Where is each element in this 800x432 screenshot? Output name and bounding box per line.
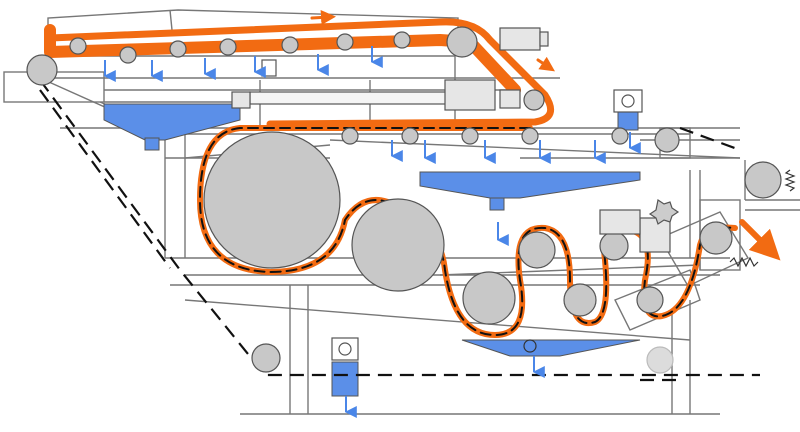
s-roller: [462, 271, 516, 325]
feed-direction-arrow: [310, 10, 336, 25]
belt-direction-arrow: [536, 56, 555, 72]
gravity-zone-sludge: [46, 18, 555, 128]
pump-tank-right: [617, 111, 639, 131]
motor-icon: [499, 27, 541, 51]
rollers: [26, 26, 782, 374]
roller: [446, 26, 478, 58]
s-roller: [699, 221, 733, 255]
motor-icon: [639, 217, 671, 253]
roller: [169, 40, 187, 58]
hydraulic-cylinder: [249, 91, 461, 105]
filtrate-troughs: [103, 103, 641, 397]
filter-belt: [39, 79, 760, 382]
main-drum-roller: [203, 131, 341, 269]
roller: [69, 37, 87, 55]
drive-assembly: [231, 27, 796, 361]
middle-trough: [419, 171, 641, 199]
tension-spring-icon: [784, 169, 796, 192]
tension-spring-icon: [729, 256, 759, 268]
roller: [281, 36, 299, 54]
roller: [654, 127, 680, 153]
drive-gear-icon: [523, 89, 545, 111]
filtrate-arrows: [103, 46, 641, 418]
roller: [401, 127, 419, 145]
roller: [646, 346, 674, 374]
roller: [521, 127, 539, 145]
s-roller: [599, 231, 629, 261]
collection-tank: [331, 361, 359, 397]
roller: [119, 46, 137, 64]
roller: [393, 31, 411, 49]
s-roller: [636, 286, 664, 314]
drive-gear-icon: [648, 199, 680, 225]
lower-trough: [461, 339, 641, 357]
press-drum-roller: [351, 198, 445, 292]
roller: [461, 127, 479, 145]
s-roller: [563, 283, 597, 317]
upper-left-trough-drain: [144, 137, 160, 151]
discharge-roller: [744, 161, 782, 199]
s-roller: [518, 231, 556, 269]
roller: [341, 127, 359, 145]
sludge-path: [44, 10, 781, 338]
discharge-arrow: [739, 219, 781, 261]
middle-trough-drain: [489, 197, 505, 211]
roller: [336, 33, 354, 51]
roller: [251, 343, 281, 373]
roller: [611, 127, 629, 145]
roller: [219, 38, 237, 56]
roller: [26, 54, 58, 86]
